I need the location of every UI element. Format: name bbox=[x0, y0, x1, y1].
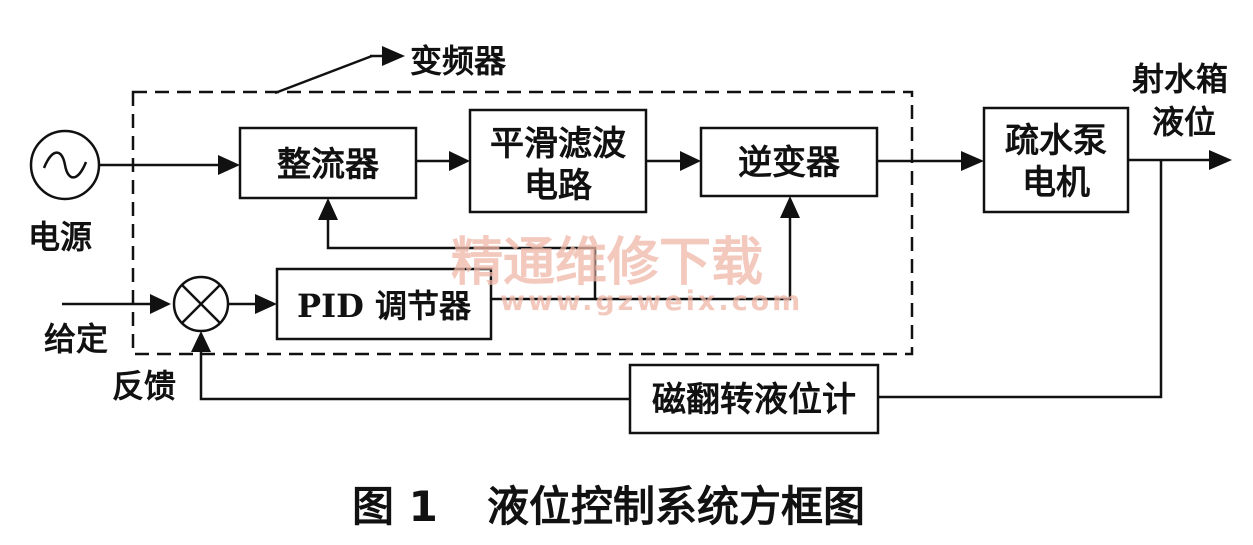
summing-junction-icon bbox=[172, 275, 230, 333]
arrow-junction-to-pid bbox=[228, 294, 277, 314]
watermark-text: 精通维修下载 bbox=[451, 233, 763, 293]
pid-label: PID 调节器 bbox=[297, 287, 472, 325]
inverter-group-boundary bbox=[131, 90, 914, 356]
arrow-inverter-to-pump bbox=[877, 151, 984, 171]
line-output-to-sensor bbox=[878, 160, 1163, 399]
group-label-pointer bbox=[274, 46, 405, 95]
pump-label-line1: 疏水泵 bbox=[1005, 121, 1107, 161]
sensor-label: 磁翻转液位计 bbox=[652, 380, 856, 420]
smoothing-filter-block bbox=[468, 108, 648, 214]
rectifier-block bbox=[238, 126, 418, 200]
output-label-line1: 射水箱 bbox=[1131, 60, 1228, 98]
arrow-rectifier-to-filter bbox=[416, 151, 470, 171]
group-label: 变频器 bbox=[410, 42, 507, 80]
filter-label-line1: 平滑滤波 bbox=[490, 124, 626, 164]
arrow-filter-to-inverter bbox=[646, 151, 701, 171]
rectifier-label: 整流器 bbox=[277, 145, 380, 185]
arrow-pump-to-output bbox=[1128, 150, 1232, 170]
drain-pump-motor-block bbox=[982, 106, 1130, 214]
ac-source-icon bbox=[29, 129, 101, 201]
filter-label-line2: 电路 bbox=[524, 166, 593, 206]
output-label-line2: 液位 bbox=[1152, 103, 1216, 141]
arrow-source-to-rectifier bbox=[99, 155, 240, 175]
pid-control-lines bbox=[318, 196, 800, 301]
magnetic-level-gauge-block bbox=[628, 363, 880, 435]
setpoint-label: 给定 bbox=[44, 320, 108, 358]
source-label: 电源 bbox=[28, 218, 92, 256]
feedback-label: 反馈 bbox=[112, 367, 176, 405]
figure-number: 图 1 bbox=[352, 482, 438, 531]
pump-label-line2: 电机 bbox=[1022, 163, 1090, 203]
pid-controller-block bbox=[275, 267, 493, 341]
arrow-setpoint-to-junction bbox=[62, 294, 171, 314]
watermark-url: www.gzweix.com bbox=[500, 286, 803, 317]
inverter-label: 逆变器 bbox=[738, 143, 841, 183]
figure-title: 液位控制系统方框图 bbox=[487, 482, 865, 531]
arrow-feedback-to-junction bbox=[191, 331, 630, 401]
